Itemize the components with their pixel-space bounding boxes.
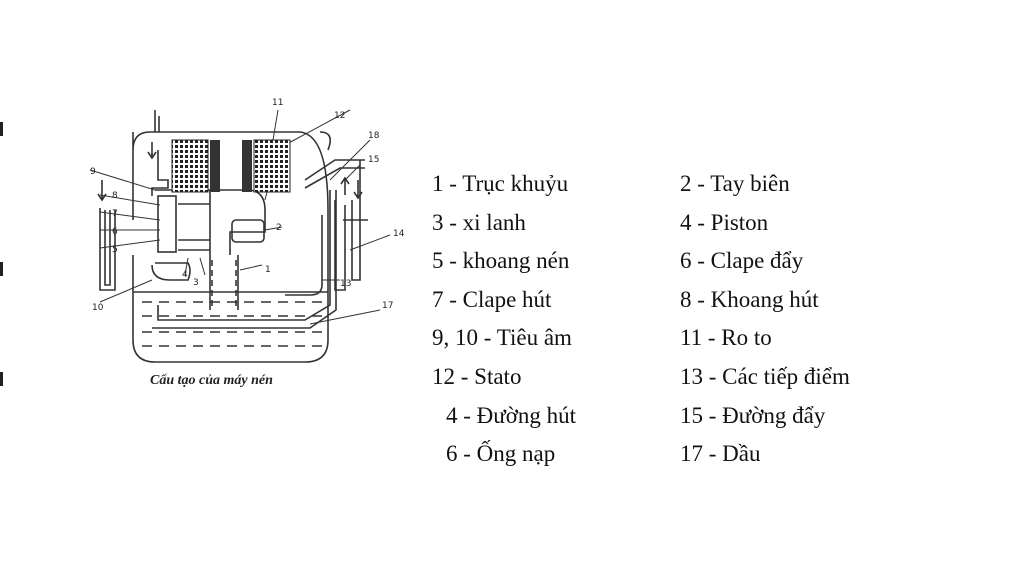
callout-label: 10	[92, 303, 104, 313]
compressor-drawing: 1 2 3 4 5 6 7 8 9 10 11 12 13 14 15 17 1…	[89, 98, 405, 363]
legend-item: 1 - Trục khuỷu	[432, 171, 569, 196]
legend-item: 7 - Clape hút	[432, 286, 552, 312]
legend-item: 17 - Dầu	[680, 441, 761, 467]
callout-label: 11	[272, 98, 283, 108]
callout-label: 13	[340, 279, 351, 289]
legend-item: 2 - Tay biên	[680, 171, 790, 196]
legend-item: 6 - Clape đẩy	[680, 248, 804, 274]
legend-item: 3 - xi lanh	[432, 209, 526, 235]
callout-label: 6	[112, 227, 118, 237]
callout-label: 9	[90, 167, 96, 177]
legend-item: 4 - Piston	[680, 209, 769, 235]
legend-item: 6 - Ống nạp	[446, 441, 556, 467]
callout-label: 2	[276, 223, 282, 233]
compressor-housing	[132, 131, 329, 363]
callout-label: 14	[393, 229, 405, 239]
callout-label: 7	[112, 209, 118, 219]
callout-label: 18	[368, 131, 380, 141]
callout-label: 8	[112, 191, 118, 201]
legend-row: 7 - Clape hút 8 - Khoang hút	[432, 281, 992, 320]
legend-item: 13 - Các tiếp điểm	[680, 363, 850, 389]
legend-item: 9, 10 - Tiêu âm	[432, 325, 572, 351]
callout-label: 12	[334, 111, 345, 121]
callout-label: 17	[382, 301, 393, 311]
legend-row: 5 - khoang nén 6 - Clape đẩy	[432, 242, 992, 281]
edge-mark	[0, 372, 3, 386]
callout-label: 4	[182, 270, 188, 280]
compressor-figure: 1 2 3 4 5 6 7 8 9 10 11 12 13 14 15 17 1…	[60, 80, 440, 500]
edge-mark	[0, 262, 3, 276]
rotor-right	[242, 140, 252, 192]
rotor-left	[210, 140, 220, 192]
legend-item: 4 - Đường hút	[446, 402, 577, 428]
legend-item: 15 - Đường đẩy	[680, 402, 826, 428]
legend-item: 8 - Khoang hút	[680, 286, 819, 312]
legend-row: 9, 10 - Tiêu âm 11 - Ro to	[432, 319, 992, 358]
legend-list: 1 - Trục khuỷu 2 - Tay biên 3 - xi lanh …	[432, 165, 992, 474]
legend-row: 4 - Đường hút 15 - Đường đẩy	[432, 397, 992, 436]
callout-label: 5	[112, 245, 118, 255]
callout-label: 1	[265, 265, 271, 275]
edge-mark	[0, 122, 3, 136]
legend-row: 6 - Ống nạp 17 - Dầu	[432, 435, 992, 474]
callout-label: 3	[193, 278, 199, 288]
legend-item: 12 - Stato	[432, 363, 522, 389]
callout-label: 15	[368, 155, 379, 165]
stator-coil-left	[171, 139, 209, 193]
legend-row: 3 - xi lanh 4 - Piston	[432, 204, 992, 243]
legend-item: 11 - Ro to	[680, 325, 772, 351]
stator-coil-right	[253, 139, 291, 193]
legend-row: 1 - Trục khuỷu 2 - Tay biên	[432, 165, 992, 204]
figure-caption: Cấu tạo của máy nén	[150, 373, 273, 388]
legend-item: 5 - khoang nén	[432, 248, 570, 274]
legend-row: 12 - Stato 13 - Các tiếp điểm	[432, 358, 992, 397]
